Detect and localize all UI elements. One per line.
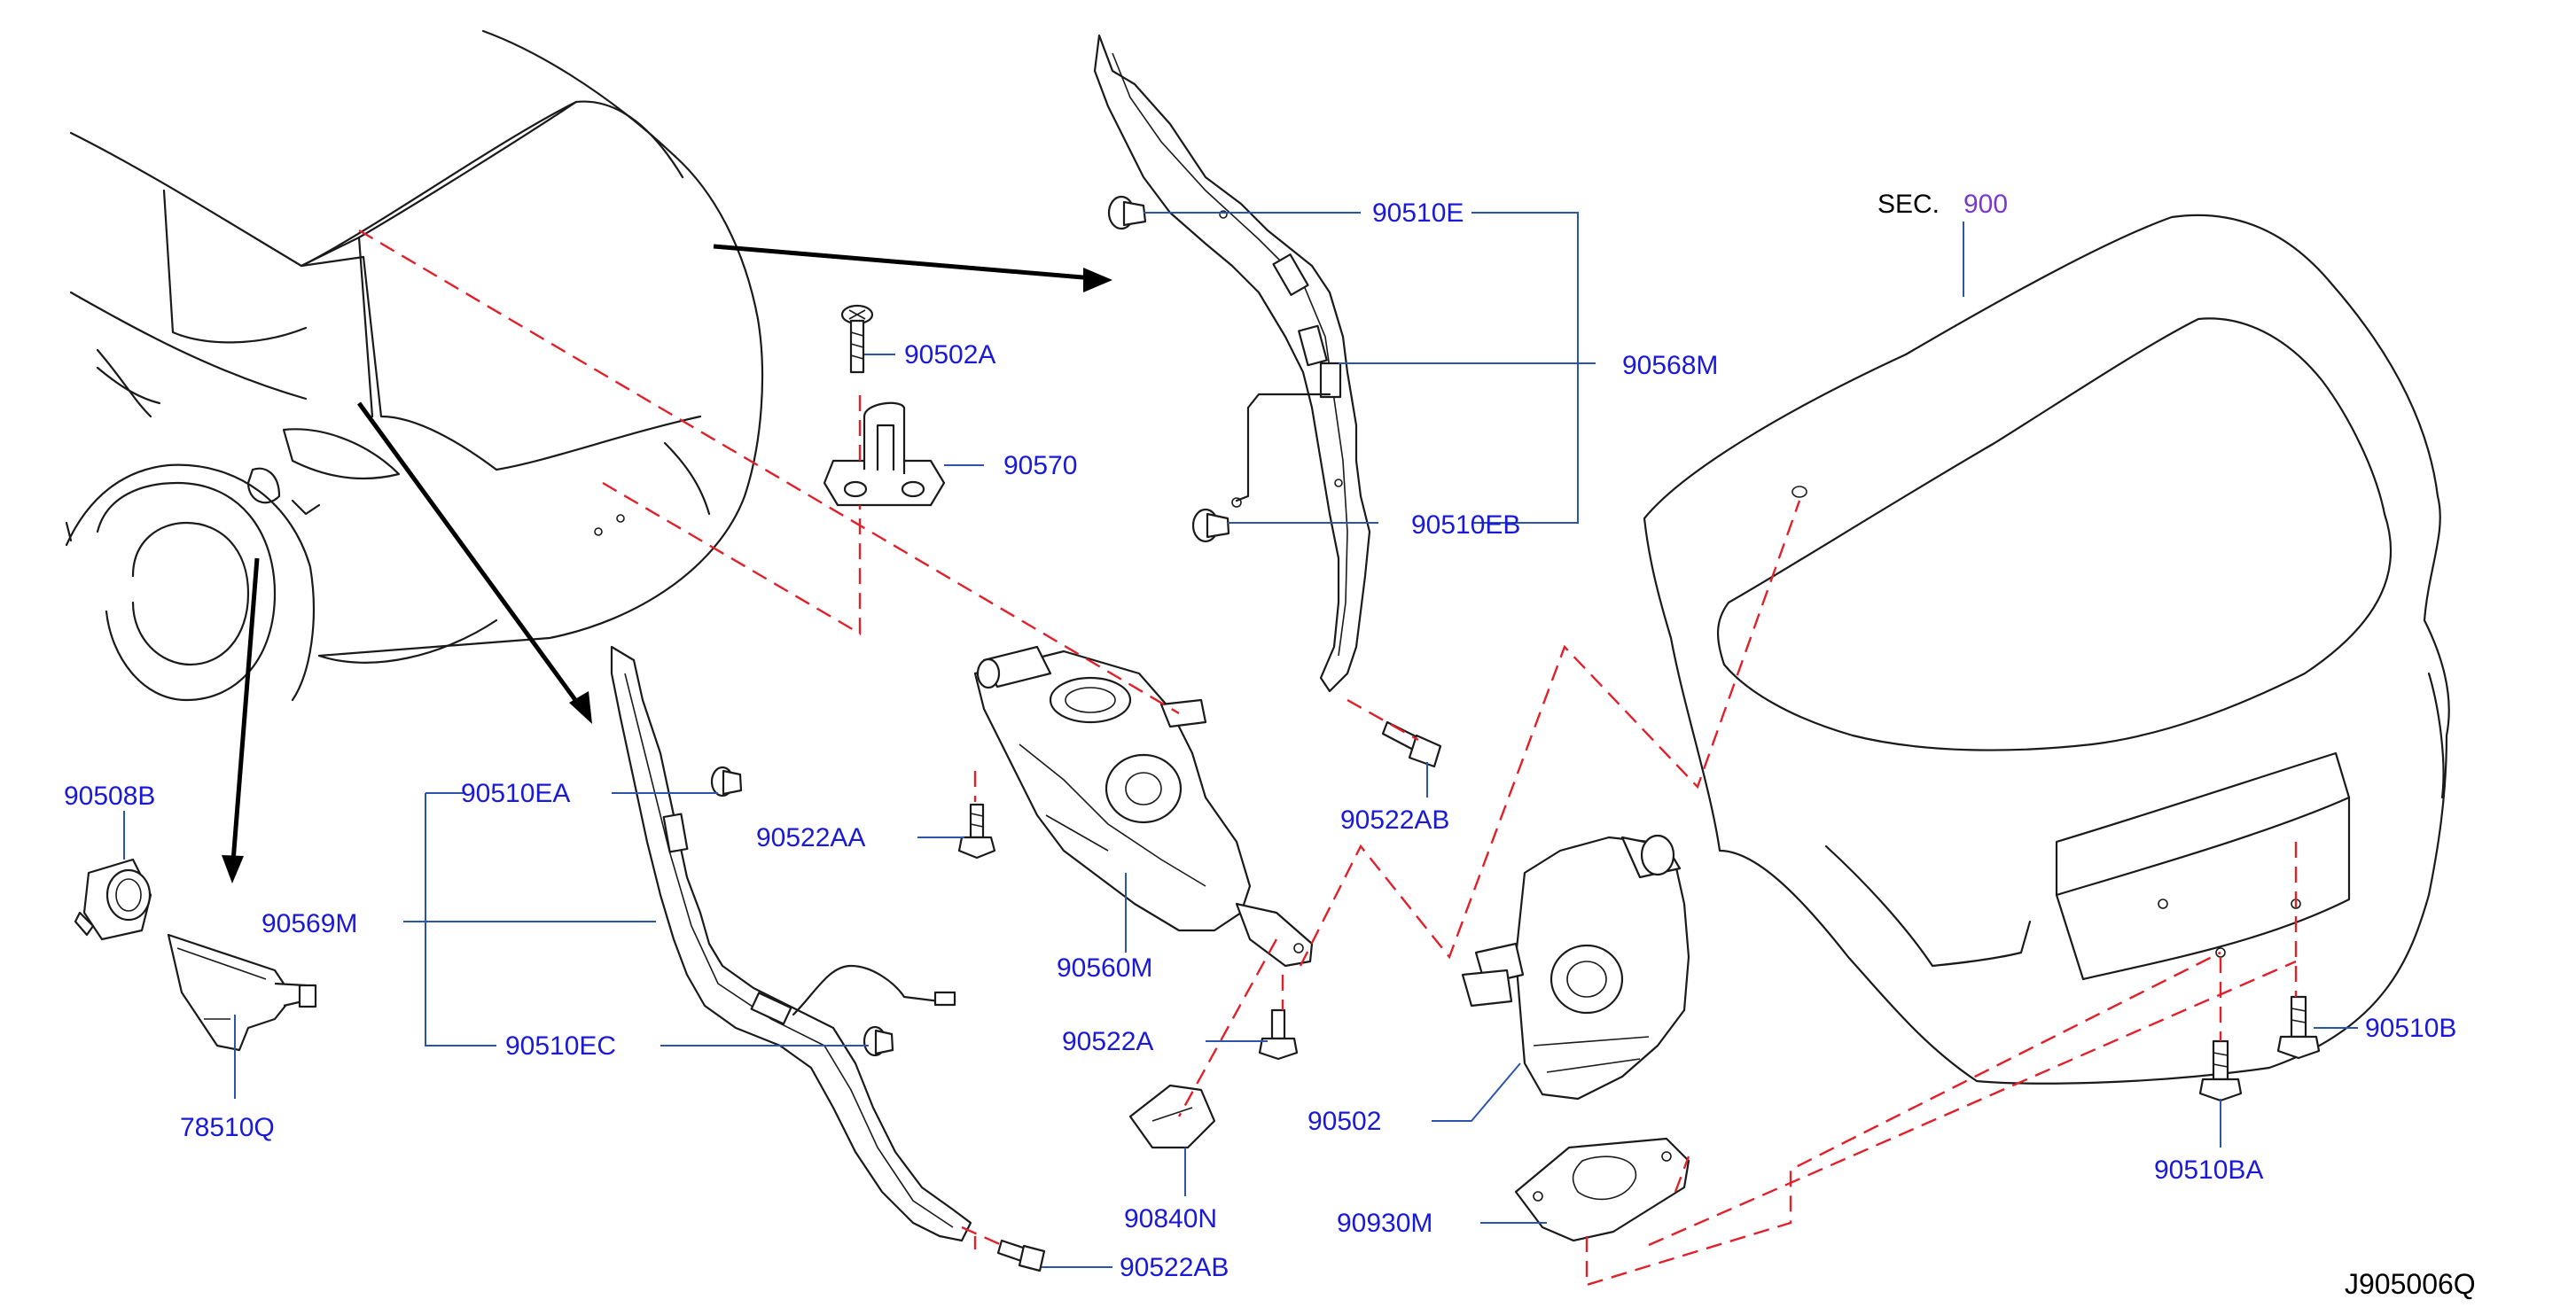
clip-90510e-illustration (1107, 195, 1147, 230)
striker-90570-illustration (823, 401, 946, 507)
harness-90568m-illustration (1093, 34, 1371, 693)
bolt-90522a-illustration (1258, 1008, 1299, 1061)
label-90569m: 90569M (262, 909, 357, 938)
reference-arrows (222, 244, 1112, 883)
label-90510eb: 90510EB (1411, 510, 1520, 540)
section-prefix: SEC. (1877, 190, 1940, 219)
actuator-90560m-illustration (973, 645, 1314, 968)
clip-90510eb-illustration (1191, 508, 1230, 543)
harness-90569m-illustration (610, 645, 972, 1242)
vehicle-rear-body-illustration (65, 29, 764, 702)
label-90510e: 90510E (1372, 198, 1464, 228)
label-90568m: 90568M (1622, 351, 1718, 380)
label-90560m: 90560M (1057, 953, 1152, 983)
back-door-panel-illustration (1643, 214, 2450, 1085)
clip-90510ec-illustration (863, 1025, 894, 1057)
leader-lines (123, 212, 2358, 1268)
label-90840n: 90840N (1124, 1204, 1217, 1233)
label-90508b: 90508B (64, 782, 155, 811)
section-number: 900 (1963, 190, 2008, 219)
label-90510ba: 90510BA (2154, 1155, 2263, 1185)
diagram-code: J905006Q (2345, 1268, 2476, 1300)
dashed-reference-lines (358, 229, 2298, 1287)
clip-90510ea-illustration (710, 766, 743, 798)
label-90522a: 90522A (1062, 1027, 1153, 1056)
switch-90508b-illustration (74, 858, 152, 941)
bolt-90522ab-upper-illustration (1381, 720, 1442, 768)
sensor-78510q-illustration (167, 933, 317, 1052)
bolt-90510ba-illustration (2198, 1039, 2243, 1102)
bolt-90510b-illustration (2276, 995, 2321, 1060)
label-78510q: 78510Q (180, 1113, 275, 1142)
bolt-90522aa-illustration (957, 803, 996, 860)
label-90510ec: 90510EC (505, 1031, 616, 1061)
label-90522ab-upper: 90522AB (1340, 805, 1449, 835)
label-90522aa: 90522AA (756, 823, 865, 852)
part-labels: 90510E 90568M 90510EB 90502A 90570 90508… (64, 190, 2476, 1300)
bracket-90930m-illustration (1514, 1137, 1690, 1242)
bolt-90522ab-lower-illustration (996, 1239, 1046, 1272)
label-90502: 90502 (1308, 1107, 1381, 1136)
label-90502a: 90502A (904, 340, 995, 370)
label-90510ea: 90510EA (461, 779, 570, 808)
label-90522ab-lower: 90522AB (1120, 1253, 1229, 1282)
latch-90502-illustration (1461, 834, 1690, 1101)
screw-90502a-illustration (840, 304, 874, 374)
label-90930m: 90930M (1337, 1209, 1432, 1238)
label-90570: 90570 (1003, 451, 1077, 480)
label-90510b: 90510B (2365, 1014, 2456, 1043)
cover-90840n-illustration (1128, 1084, 1216, 1149)
